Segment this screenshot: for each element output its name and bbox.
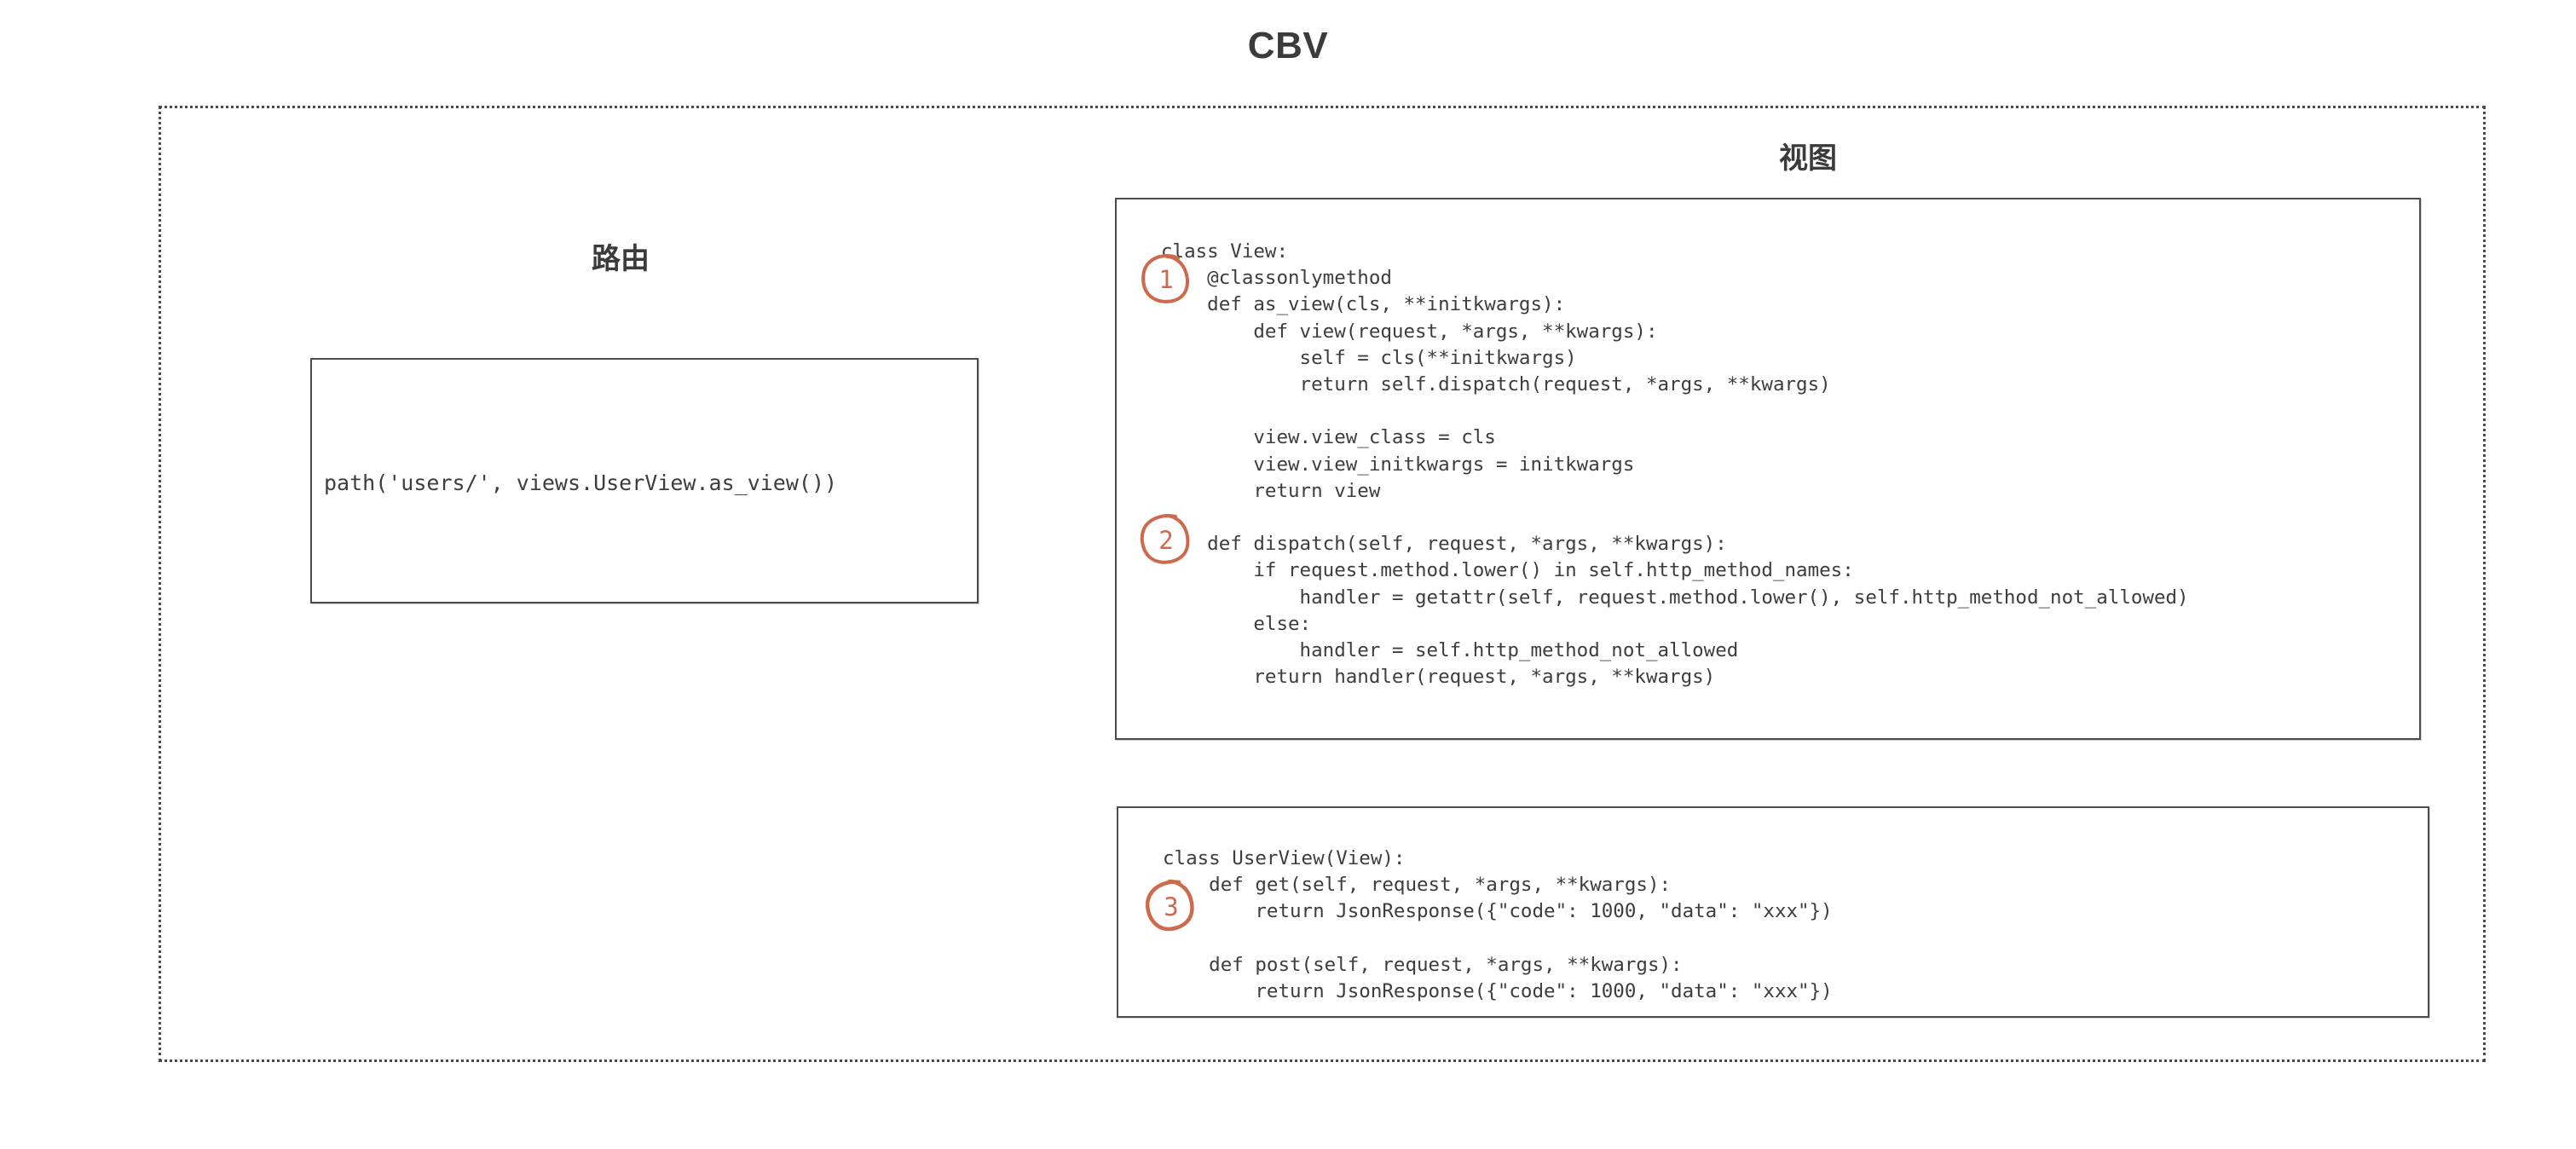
route-code-text: path('users/', views.UserView.as_view()) [324,471,838,495]
view-base-class-code-box: class View: @classonlymethod def as_view… [1115,198,2421,740]
step-marker-1: 1 [1140,253,1193,306]
route-code-box: path('users/', views.UserView.as_view()) [310,358,979,603]
hand-drawn-circle-icon [1141,254,1189,303]
user-view-subclass-code-box: class UserView(View): def get(self, requ… [1117,806,2429,1018]
page-title: CBV [1247,25,1329,66]
step-marker-2-label: 2 [1158,525,1174,555]
hand-drawn-circle-icon [1140,514,1190,564]
route-section-heading: 路由 [592,243,650,275]
hand-drawn-circle-icon [1146,879,1194,932]
step-marker-1-label: 1 [1158,264,1174,294]
step-marker-3-label: 3 [1164,892,1179,921]
user-view-subclass-code-text: class UserView(View): def get(self, requ… [1163,847,1833,1003]
step-marker-3: 3 [1145,879,1198,933]
diagram-outer-frame [159,106,2486,1062]
step-marker-2: 2 [1140,514,1193,567]
view-base-class-code-text: class View: @classonlymethod def as_view… [1161,240,2189,689]
view-section-heading: 视图 [1779,142,1837,175]
